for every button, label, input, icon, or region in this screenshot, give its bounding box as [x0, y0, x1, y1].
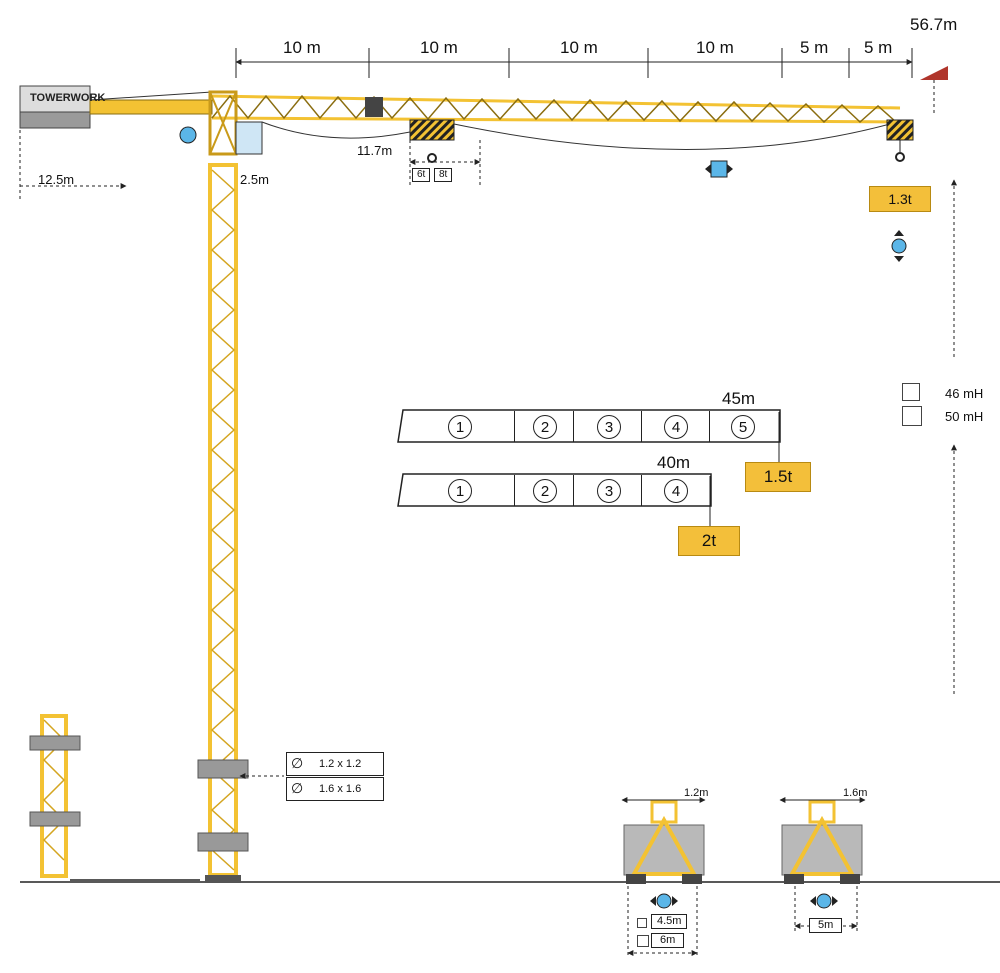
mast-section-left [29, 714, 81, 878]
jib-40-section-3: 3 [597, 479, 621, 503]
height-46-label: 46 mH [945, 386, 984, 401]
boom-dim-2: 10 m [420, 38, 458, 57]
base-a [623, 800, 705, 884]
boom-dimension-line [235, 48, 913, 78]
mast-section-2-box: ∅ 1.6 x 1.6 [286, 777, 384, 801]
base-a-span-2: 6m [651, 933, 685, 948]
jib-40-section-1: 1 [448, 479, 472, 503]
base-b-width: 1.6m [843, 787, 868, 799]
mast [197, 163, 249, 883]
trolley-load-6t: 6t [412, 168, 431, 182]
max-height-label: 56.7m [910, 15, 958, 34]
jib-45-section-1: 1 [448, 415, 472, 439]
height-50-label: 50 mH [945, 409, 984, 424]
base-a-width: 1.2m [684, 787, 709, 799]
boom-dim-4: 10 m [696, 38, 734, 57]
mast-section-2-label: 1.6 x 1.6 [319, 783, 362, 795]
base-a-span-1-checkbox [637, 918, 647, 928]
height-50-checkbox [902, 406, 922, 426]
hook-height-label: 11.7m [357, 143, 393, 158]
jib-truss [211, 94, 911, 124]
counter-jib-length: 12.5m [38, 172, 75, 187]
jib-40-length: 40m [657, 453, 691, 472]
jib-45-length: 45m [722, 389, 756, 408]
boom-dim-6: 5 m [864, 38, 893, 57]
height-marker [920, 66, 948, 80]
boom-dim-1: 10 m [283, 38, 321, 57]
boom-dim-3: 10 m [560, 38, 598, 57]
mast-section-1-box: ∅ 1.2 x 1.2 [286, 752, 384, 776]
cab-offset-label: 2.5m [240, 172, 269, 187]
tip-load-badge: 1.3t [869, 186, 931, 212]
jib-45-load-badge: 1.5t [745, 462, 811, 492]
jib-45-section-4: 4 [664, 415, 688, 439]
mast-section-1-label: 1.2 x 1.2 [319, 758, 362, 770]
hook-block-trolley [409, 119, 455, 163]
jib-40-section-4: 4 [664, 479, 688, 503]
trolley-load-8t: 8t [434, 168, 453, 182]
base-b [781, 800, 863, 884]
base-b-span: 5m [809, 918, 843, 933]
boom-dim-5: 5 m [800, 38, 829, 57]
brand-logo: TOWERWORK [30, 92, 106, 104]
jib-40-section-2: 2 [533, 479, 557, 503]
jib-40-load-badge: 2t [678, 526, 740, 556]
base-a-span-1: 4.5m [651, 914, 688, 929]
jib-45-section-3: 3 [597, 415, 621, 439]
height-46-checkbox [902, 383, 920, 401]
counter-jib [19, 85, 213, 129]
jib-45-section-5: 5 [731, 415, 755, 439]
jib-45-section-2: 2 [533, 415, 557, 439]
tower-head [208, 90, 263, 156]
base-a-span-2-checkbox [637, 935, 649, 947]
